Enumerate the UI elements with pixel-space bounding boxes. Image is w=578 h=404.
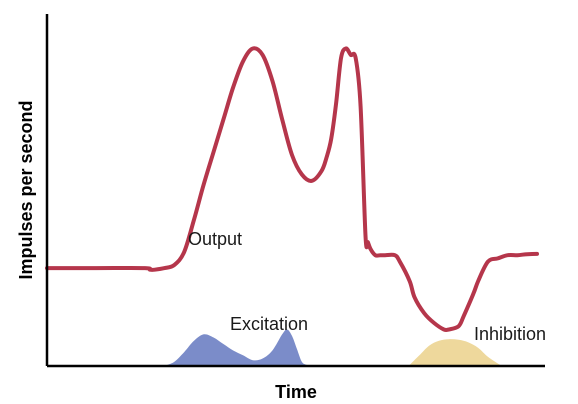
annotation-excitation: Excitation [230, 314, 308, 334]
annotation-output: Output [188, 229, 242, 249]
line-output [45, 46, 539, 333]
x-axis-title: Time [275, 382, 317, 402]
annotation-inhibition: Inhibition [474, 324, 546, 344]
line-layer [45, 46, 539, 333]
y-axis-title: Impulses per second [16, 100, 36, 279]
area-inhibition [409, 339, 501, 365]
area-layer [167, 329, 501, 365]
area-excitation [167, 329, 307, 365]
